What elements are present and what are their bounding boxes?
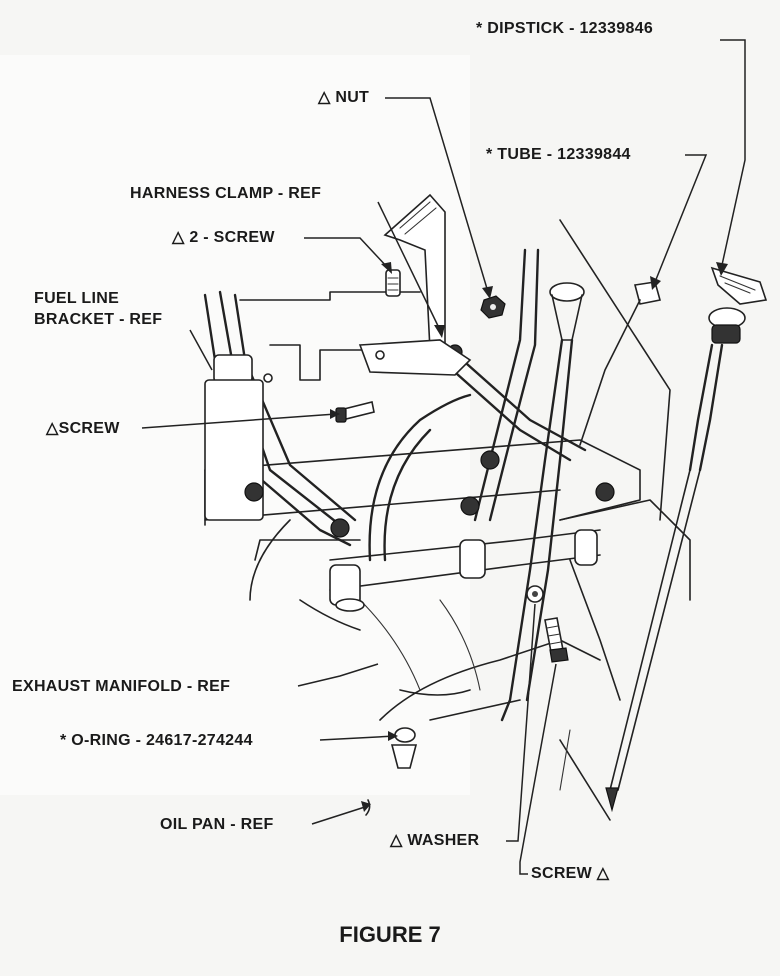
o-ring-part — [390, 727, 418, 769]
screw-2-label: △ 2 - SCREW — [172, 229, 275, 246]
bottom-screw — [544, 617, 569, 663]
tube-label: * TUBE - 12339844 — [486, 146, 631, 163]
screw-label: △SCREW — [46, 420, 120, 437]
side-screw — [335, 401, 375, 423]
spark-plug-wires — [203, 248, 587, 562]
figure-caption: FIGURE 7 — [339, 922, 441, 947]
engine-block — [204, 219, 691, 821]
screw-bottom-label: SCREW △ — [531, 865, 610, 882]
fuel-line-label: FUEL LINE — [34, 290, 120, 307]
oil-pan-edge — [365, 799, 371, 816]
fuel-line-bracket — [204, 354, 273, 521]
fuel-line-bracket-label: BRACKET - REF — [34, 311, 163, 328]
exhaust-manifold-label: EXHAUST MANIFOLD - REF — [12, 678, 231, 695]
harness-clamp-label: HARNESS CLAMP - REF — [130, 185, 322, 202]
nut-label: △ NUT — [318, 89, 370, 106]
dipstick — [605, 266, 768, 813]
washer-label: △ WASHER — [390, 832, 480, 849]
dipstick-tube — [500, 281, 662, 722]
oil-pan-label: OIL PAN - REF — [160, 816, 274, 833]
exhaust-manifold — [329, 529, 601, 612]
leader-lines — [141, 39, 746, 875]
upper-screw — [385, 269, 401, 297]
nut — [480, 295, 506, 319]
harness-clamp — [358, 193, 472, 376]
dipstick-label: * DIPSTICK - 12339846 — [476, 20, 654, 37]
o-ring-label: * O-RING - 24617-274244 — [60, 732, 253, 749]
